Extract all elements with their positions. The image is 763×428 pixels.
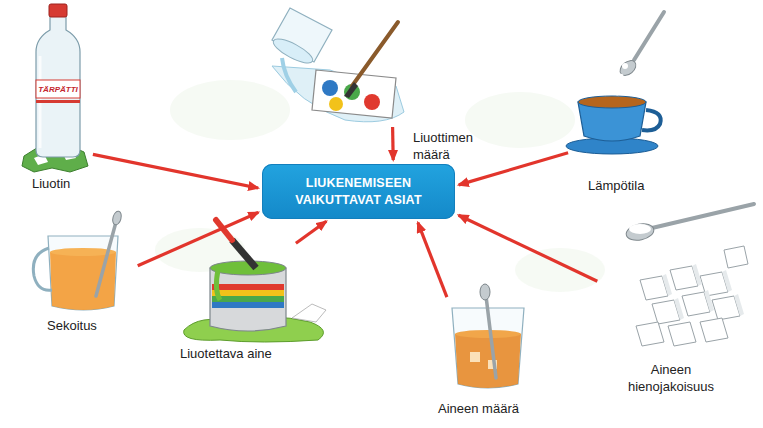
substance-glass-part xyxy=(455,334,521,388)
sugar-cubes-part xyxy=(652,204,754,228)
paint-can-part xyxy=(216,270,220,300)
tea-cup xyxy=(566,12,664,154)
palette-and-glass-part xyxy=(364,94,380,110)
factor-arrow xyxy=(391,127,395,160)
factor-arrow xyxy=(93,154,258,188)
paint-can xyxy=(184,220,326,342)
sugar-cubes-part xyxy=(692,264,702,286)
sugar-cubes-part xyxy=(668,322,696,346)
stirring-glass-part xyxy=(111,210,122,226)
substance-glass-part xyxy=(480,284,490,300)
factor-label: Aineen määrä xyxy=(438,401,538,418)
factor-label: Liuotettava aine xyxy=(180,346,310,363)
sugar-cubes-part xyxy=(629,224,651,234)
paint-can-part xyxy=(210,268,286,331)
tea-cup-part xyxy=(634,12,664,60)
tea-cup-part xyxy=(622,63,628,69)
substance-glass xyxy=(452,284,524,388)
factor-arrow xyxy=(459,215,598,281)
substance-glass-part xyxy=(455,330,521,338)
paint-can-part xyxy=(232,240,256,268)
factor-arrow xyxy=(418,223,447,298)
factor-node: Aineen määrä xyxy=(448,290,528,390)
tea-cup-part xyxy=(578,96,646,108)
paint-can-part xyxy=(212,284,284,290)
factor-label: Lämpötila xyxy=(588,178,668,195)
sugar-cubes-part xyxy=(722,270,732,292)
factor-node: Sekoitus xyxy=(35,212,135,312)
tea-cup-part xyxy=(616,74,622,96)
palette-and-glass-part xyxy=(270,34,315,67)
sugar-cubes-part xyxy=(734,294,744,316)
factor-arrow xyxy=(296,221,326,243)
substance-glass-part xyxy=(470,352,480,362)
central-title: LIUKENEMISEEN VAIKUTTAVAT ASIAT xyxy=(279,175,439,209)
background-wash-part xyxy=(465,92,575,148)
paint-can-part xyxy=(212,302,284,308)
palette-and-glass-part xyxy=(282,58,296,92)
sugar-cubes-part xyxy=(636,322,664,346)
palette-and-glass-part xyxy=(272,66,404,122)
tea-cup-part xyxy=(642,110,661,130)
substance-glass-part xyxy=(486,296,496,378)
palette-and-glass xyxy=(270,8,404,122)
palette-and-glass-part xyxy=(329,97,343,111)
factor-node: Lämpötila xyxy=(560,2,670,152)
paint-can-part xyxy=(292,304,326,322)
factor-node: Aineen hienojakoisuus xyxy=(600,200,760,350)
sugar-cubes-part xyxy=(625,221,656,242)
factor-label: Sekoitus xyxy=(47,318,127,335)
factor-arrow xyxy=(138,212,259,265)
stirring-glass-part xyxy=(96,222,116,296)
sugar-cubes-part xyxy=(700,318,728,342)
stirring-glass-part xyxy=(33,248,52,290)
bottle-label-text: TÄRPÄTTI xyxy=(36,86,80,94)
turpentine-bottle-part xyxy=(36,100,80,103)
factor-label: Liuottimen määrä xyxy=(413,130,495,164)
paint-can-part xyxy=(212,296,284,302)
factor-label: Liuotin xyxy=(32,176,102,193)
turpentine-bottle-part xyxy=(36,16,80,157)
stirring-glass xyxy=(33,210,122,310)
factor-node: Liuotettava aine xyxy=(200,245,310,340)
paint-can-part xyxy=(212,290,284,296)
central-topic-box: LIUKENEMISEEN VAIKUTTAVAT ASIAT xyxy=(262,164,455,219)
turpentine-bottle xyxy=(22,4,88,172)
sugar-cubes-part xyxy=(704,290,714,312)
factor-node: Liuotin xyxy=(28,2,90,167)
sugar-cubes-part xyxy=(662,264,744,320)
factor-arrow xyxy=(459,153,568,185)
palette-and-glass-part xyxy=(344,82,358,98)
background-wash-part xyxy=(170,80,290,140)
factor-label: Aineen hienojakoisuus xyxy=(616,362,726,396)
palette-and-glass-part xyxy=(312,70,396,118)
factor-node: Liuottimen määrä xyxy=(268,2,408,124)
sugar-cubes-part xyxy=(724,246,748,268)
sugar-cubes-part xyxy=(636,246,748,346)
background-wash-part xyxy=(515,248,605,292)
turpentine-bottle-part xyxy=(36,80,80,98)
turpentine-bottle-part xyxy=(49,4,67,17)
palette-and-glass-part xyxy=(322,80,338,96)
sugar-cubes-part xyxy=(662,274,672,296)
palette-and-glass-part xyxy=(352,22,398,86)
sugar-cubes xyxy=(625,204,754,346)
sugar-cubes-part xyxy=(674,298,684,320)
